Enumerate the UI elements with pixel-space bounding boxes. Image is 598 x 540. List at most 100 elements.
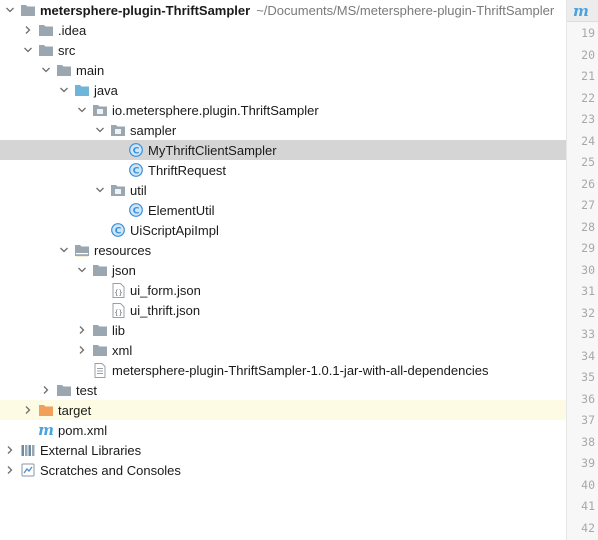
svg-text:{}: {} bbox=[114, 289, 122, 297]
tree-item[interactable]: target bbox=[0, 400, 566, 420]
line-number: 34 bbox=[581, 348, 595, 363]
project-tree[interactable]: metersphere-plugin-ThriftSampler ~/Docume… bbox=[0, 0, 566, 540]
tree-item[interactable]: java bbox=[0, 80, 566, 100]
chevron-down-icon[interactable] bbox=[4, 0, 16, 20]
class-icon: C bbox=[128, 202, 144, 218]
tree-item-label: pom.xml bbox=[58, 422, 108, 438]
tree-item-label: util bbox=[130, 182, 147, 198]
tree-item-label: Scratches and Consoles bbox=[40, 462, 181, 478]
chevron-down-icon[interactable] bbox=[94, 120, 106, 140]
tree-item-label: sampler bbox=[130, 122, 177, 138]
package-icon bbox=[110, 182, 126, 198]
line-number: 31 bbox=[581, 284, 595, 298]
svg-text:{}: {} bbox=[114, 309, 122, 317]
chevron-right-icon[interactable] bbox=[76, 320, 88, 340]
line-number: 33 bbox=[581, 327, 595, 341]
line-number: 29 bbox=[581, 241, 595, 255]
editor-tab[interactable]: m bbox=[567, 0, 598, 22]
json-file-icon: {} bbox=[110, 282, 126, 298]
tree-item-label: ui_thrift.json bbox=[130, 302, 201, 318]
folder-icon bbox=[92, 262, 108, 278]
m-icon: m bbox=[573, 1, 589, 20]
line-number: 28 bbox=[581, 219, 595, 234]
line-number: 24 bbox=[581, 133, 595, 148]
tree-item[interactable]: .idea bbox=[0, 20, 566, 40]
tree-item[interactable]: resources bbox=[0, 240, 566, 260]
chevron-down-icon[interactable] bbox=[58, 80, 70, 100]
chevron-down-icon[interactable] bbox=[76, 100, 88, 120]
tree-item[interactable]: C MyThriftClientSampler bbox=[0, 140, 566, 160]
chevron-down-icon[interactable] bbox=[22, 40, 34, 60]
tree-item[interactable]: util bbox=[0, 180, 566, 200]
line-number: 42 bbox=[581, 520, 595, 535]
tree-item[interactable]: main bbox=[0, 60, 566, 80]
chevron-right-icon[interactable] bbox=[76, 340, 88, 360]
svg-text:C: C bbox=[133, 206, 140, 216]
tree-item-label: json bbox=[112, 262, 136, 278]
line-number: 41 bbox=[581, 499, 595, 513]
tree-item[interactable]: Scratches and Consoles bbox=[0, 460, 566, 480]
tree-item-label: io.metersphere.plugin.ThriftSampler bbox=[112, 102, 319, 118]
tree-item-label: metersphere-plugin-ThriftSampler bbox=[40, 2, 251, 18]
tree-item[interactable]: {} ui_thrift.json bbox=[0, 300, 566, 320]
tree-item-label: xml bbox=[112, 342, 133, 358]
folder-icon bbox=[56, 62, 72, 78]
chevron-right-icon[interactable] bbox=[40, 380, 52, 400]
tree-item[interactable]: sampler bbox=[0, 120, 566, 140]
tree-item[interactable]: metersphere-plugin-ThriftSampler ~/Docume… bbox=[0, 0, 566, 20]
line-number: 26 bbox=[581, 176, 595, 191]
line-number: 21 bbox=[581, 69, 595, 83]
tree-item[interactable]: test bbox=[0, 380, 566, 400]
chevron-right-icon[interactable] bbox=[4, 460, 16, 480]
tree-item-label: ui_form.json bbox=[130, 282, 201, 298]
tree-item[interactable]: {} ui_form.json bbox=[0, 280, 566, 300]
class-icon: C bbox=[110, 222, 126, 238]
project-path: ~/Documents/MS/metersphere-plugin-Thrift… bbox=[256, 2, 555, 18]
chevron-spacer bbox=[112, 140, 124, 160]
chevron-right-icon[interactable] bbox=[22, 400, 34, 420]
svg-text:C: C bbox=[133, 146, 140, 156]
svg-text:C: C bbox=[115, 226, 122, 236]
folder-icon bbox=[38, 22, 54, 38]
tree-item[interactable]: io.metersphere.plugin.ThriftSampler bbox=[0, 100, 566, 120]
line-number: 25 bbox=[581, 155, 595, 169]
chevron-right-icon[interactable] bbox=[4, 440, 16, 460]
chevron-down-icon[interactable] bbox=[76, 260, 88, 280]
json-file-icon: {} bbox=[110, 302, 126, 318]
line-number: 23 bbox=[581, 112, 595, 126]
chevron-down-icon[interactable] bbox=[94, 180, 106, 200]
tree-item[interactable]: xml bbox=[0, 340, 566, 360]
line-number: 39 bbox=[581, 456, 595, 470]
tree-item[interactable]: External Libraries bbox=[0, 440, 566, 460]
resources-folder-icon bbox=[74, 242, 90, 258]
tree-item-label: main bbox=[76, 62, 105, 78]
tree-item[interactable]: json bbox=[0, 260, 566, 280]
folder-icon bbox=[20, 2, 36, 18]
tree-item-label: External Libraries bbox=[40, 442, 142, 458]
tree-item[interactable]: src bbox=[0, 40, 566, 60]
chevron-right-icon[interactable] bbox=[22, 20, 34, 40]
tree-item[interactable]: lib bbox=[0, 320, 566, 340]
line-number: 35 bbox=[581, 370, 595, 384]
maven-icon: m bbox=[38, 421, 54, 439]
svg-text:C: C bbox=[133, 166, 140, 176]
chevron-down-icon[interactable] bbox=[40, 60, 52, 80]
source-folder-icon bbox=[74, 82, 90, 98]
chevron-down-icon[interactable] bbox=[58, 240, 70, 260]
chevron-spacer bbox=[94, 280, 106, 300]
line-number: 27 bbox=[581, 198, 595, 212]
tree-item-label: resources bbox=[94, 242, 152, 258]
class-icon: C bbox=[128, 162, 144, 178]
chevron-spacer bbox=[112, 160, 124, 180]
line-number: 40 bbox=[581, 477, 595, 492]
tree-item-label: MyThriftClientSampler bbox=[148, 142, 277, 158]
class-icon: C bbox=[128, 142, 144, 158]
tree-item[interactable]: metersphere-plugin-ThriftSampler-1.0.1-j… bbox=[0, 360, 566, 380]
tree-item-label: target bbox=[58, 402, 92, 418]
scratches-icon bbox=[20, 462, 36, 478]
